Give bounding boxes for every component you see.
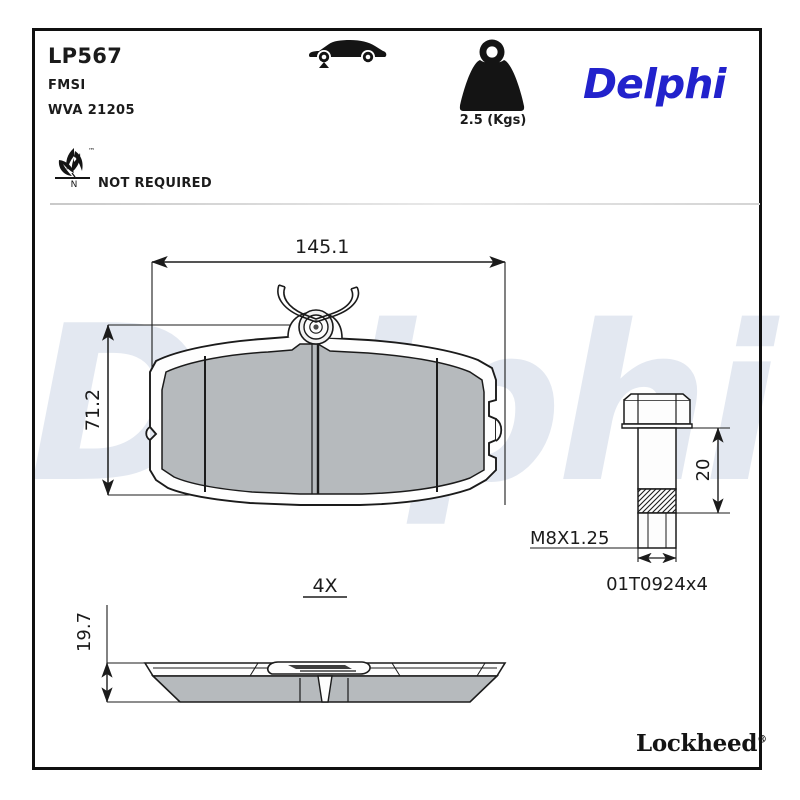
registered-mark: ® [757, 734, 767, 746]
leaf-eco-icon: ™ N [55, 147, 94, 188]
eco-requirement-text: NOT REQUIRED [98, 176, 212, 191]
width-dimension-label: 145.1 [295, 236, 349, 258]
wva-label: WVA 21205 [48, 103, 135, 118]
svg-text:™: ™ [88, 147, 94, 155]
bolt-part-number: 01T0924x4 [606, 574, 708, 595]
bolt-thread-label: M8X1.25 [530, 528, 609, 549]
drawing-frame [32, 28, 762, 770]
part-code: LP567 [48, 44, 123, 68]
quantity-text: 4X [312, 575, 337, 597]
header-separator [50, 203, 760, 205]
height-dimension-label: 71.2 [82, 389, 104, 431]
thickness-label: 19.7 [74, 612, 95, 652]
fmsi-label: FMSI [48, 78, 86, 93]
weight-value: 2.5 (Kgs) [459, 113, 527, 128]
quantity-label: 4X [303, 575, 347, 598]
lockheed-wordmark: Lockheed [636, 730, 758, 757]
bolt-length-label: 20 [693, 459, 714, 482]
bolt-detail: 20 M8X1.25 01T0924x4 [530, 393, 730, 595]
lockheed-logo: Lockheed® [636, 730, 767, 757]
width-dimension: 145.1 [151, 236, 506, 505]
car-front-axle-icon [309, 40, 387, 68]
delphi-logo: Delphi [583, 60, 726, 108]
brake-pad-top-view [145, 284, 503, 506]
svg-text:N: N [71, 180, 78, 188]
weight-kettlebell-icon [459, 39, 525, 111]
brake-pad-side-view [143, 661, 507, 703]
